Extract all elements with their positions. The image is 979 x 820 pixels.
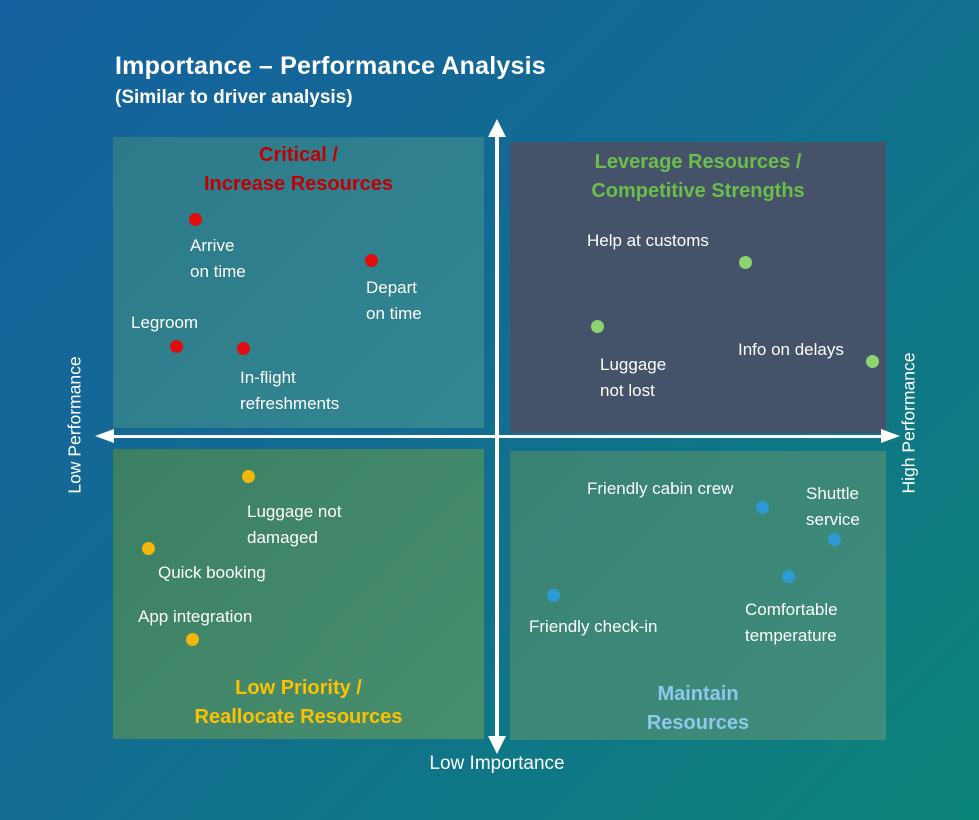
quadrant-maintain bbox=[510, 451, 886, 740]
axis-label-low-importance: Low Importance bbox=[429, 753, 565, 774]
label-quick-booking: Quick booking bbox=[158, 563, 266, 582]
y-axis-up-arrow-icon bbox=[488, 119, 506, 137]
label-legroom: Legroom bbox=[131, 313, 199, 332]
label-friendly-checkin: Friendly check-in bbox=[529, 617, 658, 636]
quadrant-title-leverage: Leverage Resources / Competitive Strengt… bbox=[591, 151, 805, 202]
y-axis-line bbox=[495, 135, 499, 737]
label-info-on-delays: Info on delays bbox=[738, 340, 844, 359]
axis-label-low-performance: Low Performance bbox=[64, 356, 85, 494]
quadrant-title-maintain: Maintain Resources bbox=[646, 683, 750, 734]
point-legroom bbox=[170, 340, 183, 353]
page-title: Importance – Performance Analysis bbox=[115, 52, 546, 80]
quadrant-leverage bbox=[510, 142, 886, 433]
page-subtitle: (Similar to driver analysis) bbox=[115, 87, 353, 108]
label-help-at-customs: Help at customs bbox=[587, 231, 709, 250]
quadrant-title-low-priority: Low Priority / Reallocate Resources bbox=[194, 677, 403, 728]
x-axis-right-arrow-icon bbox=[881, 428, 900, 443]
point-luggage-not-lost bbox=[591, 320, 604, 333]
label-comfortable-temperature: Comfortable temperature bbox=[745, 600, 838, 645]
y-axis-down-arrow-icon bbox=[488, 736, 506, 754]
x-axis-left-arrow-icon bbox=[95, 428, 114, 443]
point-info-on-delays bbox=[866, 355, 879, 368]
label-luggage-not-lost: Luggage not lost bbox=[600, 355, 667, 400]
quadrant-title-critical: Critical / Increase Resources bbox=[203, 144, 393, 195]
label-shuttle-service: Shuttle service bbox=[806, 484, 860, 529]
point-friendly-cabin-crew bbox=[756, 501, 769, 514]
quadrant-low-priority bbox=[113, 449, 484, 739]
point-arrive-on-time bbox=[189, 213, 202, 226]
point-depart-on-time bbox=[365, 254, 378, 267]
label-app-integration: App integration bbox=[138, 607, 253, 626]
point-luggage-not-damaged bbox=[242, 470, 255, 483]
point-friendly-checkin bbox=[547, 589, 560, 602]
label-arrive-on-time: Arrive on time bbox=[190, 236, 246, 281]
point-shuttle-service bbox=[828, 533, 841, 546]
point-comfortable-temperature bbox=[782, 570, 795, 583]
label-friendly-cabin-crew: Friendly cabin crew bbox=[587, 479, 734, 498]
label-luggage-not-damaged: Luggage not damaged bbox=[247, 502, 342, 547]
point-inflight-refreshments bbox=[237, 342, 250, 355]
point-quick-booking bbox=[142, 542, 155, 555]
label-depart-on-time: Depart on time bbox=[366, 278, 422, 323]
point-app-integration bbox=[186, 633, 199, 646]
quadrant-critical bbox=[113, 137, 484, 428]
point-help-at-customs bbox=[739, 256, 752, 269]
label-inflight-refreshments: In-flight refreshments bbox=[240, 368, 340, 413]
axis-label-high-performance: High Performance bbox=[898, 352, 919, 494]
